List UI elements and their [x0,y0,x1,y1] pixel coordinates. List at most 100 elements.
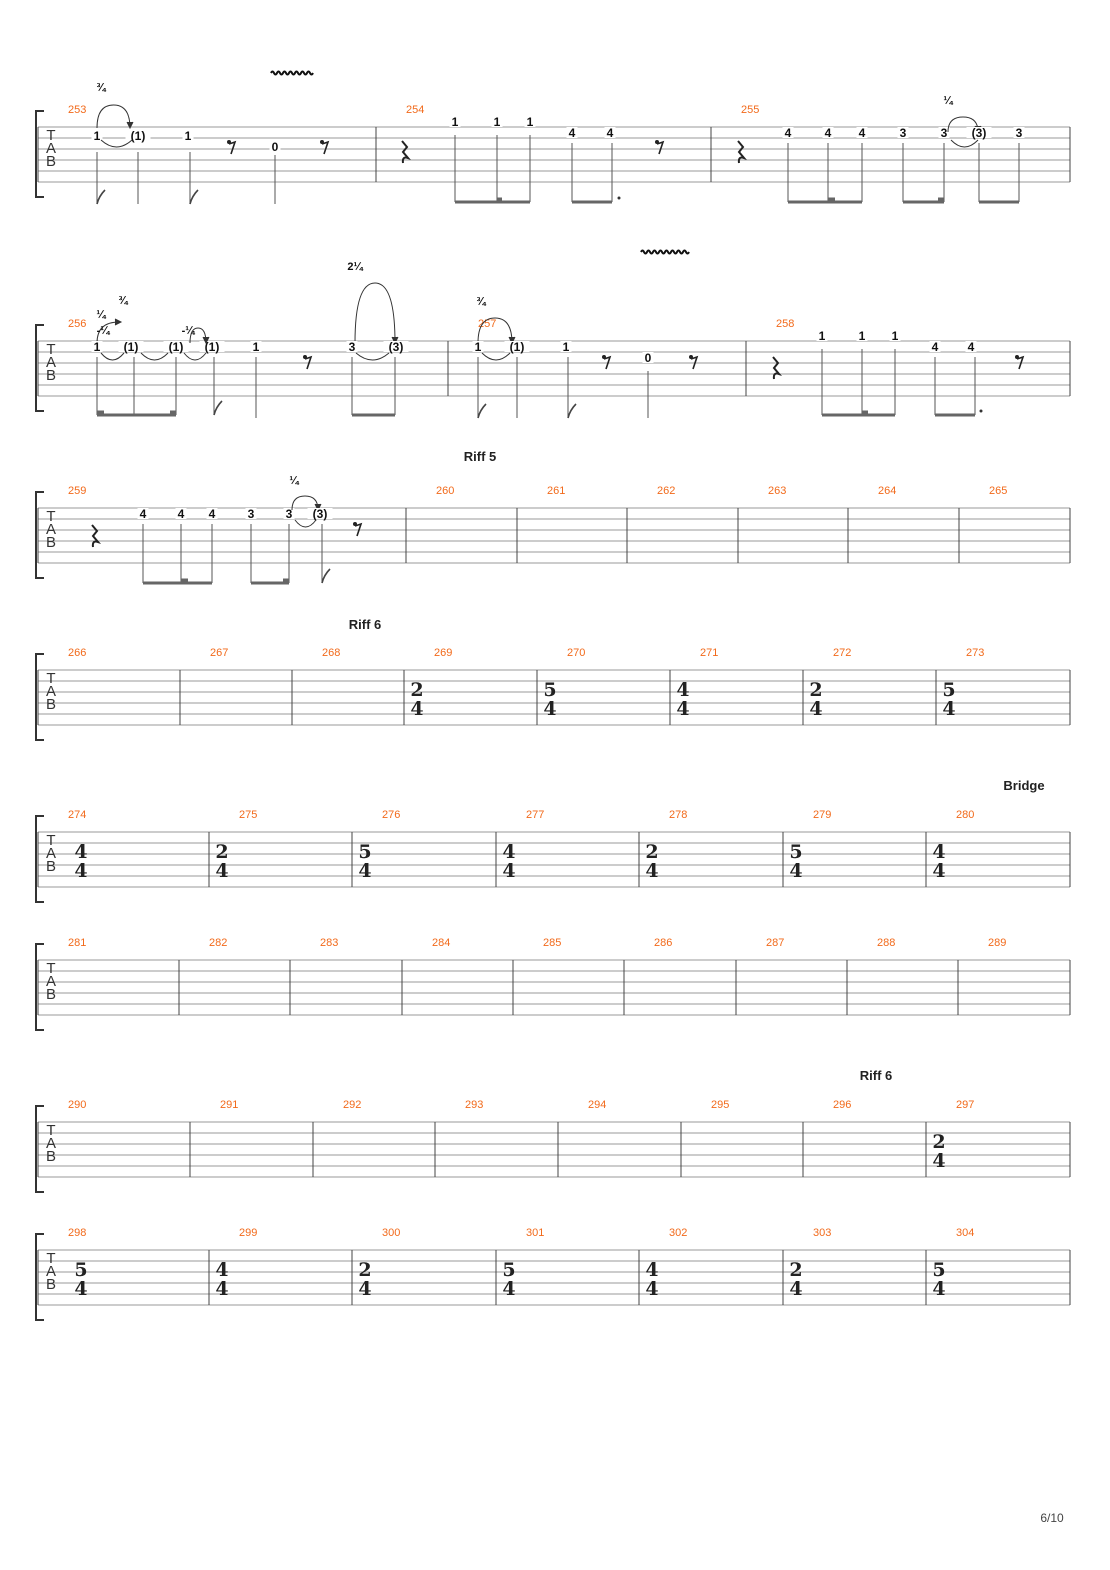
time-signature-top: 4 [215,1259,228,1281]
tie-slur [100,352,125,361]
system-bracket [35,943,44,1031]
section-label: Riff 5 [464,449,497,464]
section-label: Riff 6 [349,617,382,632]
fret-backdrop [782,127,794,138]
fret-backdrop [182,130,194,141]
measure-number: 301 [526,1227,544,1239]
eighth-flag [189,189,199,205]
fret-number: 3 [286,507,293,521]
fret-number: 1 [253,340,260,354]
fret-backdrop [966,127,992,138]
fret-number: 1 [94,340,101,354]
eighth-rest [320,140,330,155]
bend-amount: ¼ [96,309,106,321]
tab-clef-letter: T [46,341,55,358]
fret-number: (1) [124,340,139,354]
time-signature-top: 5 [789,841,802,863]
fret-number: 0 [272,140,279,154]
measure-number: 297 [956,1099,974,1111]
measure-number: 259 [68,485,86,497]
measure-number: 290 [68,1099,86,1111]
time-signature-top: 2 [809,679,822,701]
time-signature-bottom: 4 [645,860,658,882]
bend-amount: -¼ [97,325,111,337]
eighth-rest [655,140,665,155]
measure-number: 275 [239,809,257,821]
bend-amount: ¼ [289,475,299,487]
measure-number: 303 [813,1227,831,1239]
time-signature-bottom: 4 [502,860,515,882]
bend-amount: -¼ [182,325,196,337]
bend-arrowhead [126,121,134,130]
eighth-flag [213,400,223,416]
fret-number: 4 [140,507,147,521]
bend-curve [947,116,979,133]
time-signature-bottom: 4 [942,698,955,720]
fret-number: 3 [941,126,948,140]
time-signature-bottom: 4 [789,1278,802,1300]
fret-backdrop [250,341,262,352]
fret-number: 4 [825,126,832,140]
time-signature-bottom: 4 [358,1278,371,1300]
fret-backdrop [245,508,257,519]
tab-clef-letter: B [46,153,56,170]
bend-curve [189,327,207,344]
tie-slur [183,352,207,361]
measure-number: 271 [700,647,718,659]
eighth-rest [689,355,699,370]
time-signature-top: 4 [502,841,515,863]
measure-number: 261 [547,485,565,497]
tie-slur [140,352,169,361]
fret-backdrop [163,341,189,352]
page-number: 6/10 [1040,1511,1064,1525]
fret-backdrop [118,341,144,352]
time-signature-top: 5 [932,1259,945,1281]
measure-number: 265 [989,485,1007,497]
measure-number: 264 [878,485,896,497]
fret-number: 3 [248,507,255,521]
system-bracket [35,110,44,198]
eighth-rest [303,355,313,370]
fret-backdrop [897,127,909,138]
quarter-rest [91,524,102,548]
measure-number: 288 [877,937,895,949]
time-signature-top: 2 [358,1259,371,1281]
bend-arrow [354,282,399,345]
time-signature-top: 5 [502,1259,515,1281]
fret-backdrop [283,508,295,519]
eighth-rest-stroke [656,140,665,155]
fret-backdrop [383,341,409,352]
tab-clef-letter: T [46,1122,55,1139]
fret-number: 1 [563,340,570,354]
measure-number: 256 [68,318,86,330]
measure-number: 283 [320,937,338,949]
fret-number: 1 [475,340,482,354]
fret-backdrop [566,127,578,138]
bend-arrowhead [202,336,210,345]
eighth-rest-stroke [228,140,237,155]
measure-number: 280 [956,809,974,821]
eighth-flag [477,403,487,419]
measure-number: 258 [776,318,794,330]
eighth-flag [321,568,331,584]
tab-clef-letter: A [46,1263,56,1280]
tab-clef-letter: B [46,858,56,875]
measure-number: 269 [434,647,452,659]
quarter-rest [737,140,748,164]
fret-number: 4 [569,126,576,140]
system-bracket [35,1105,44,1193]
time-signature-top: 2 [789,1259,802,1281]
time-signature-top: 4 [74,841,87,863]
fret-number: 1 [527,115,534,129]
tie-slur [481,352,511,361]
fret-backdrop [642,352,654,363]
measure-number: 291 [220,1099,238,1111]
measure-number: 278 [669,809,687,821]
fret-number: 4 [178,507,185,521]
time-signature-bottom: 4 [543,698,556,720]
eighth-rest-stroke [690,355,699,370]
fret-backdrop [307,508,333,519]
bend-curve [477,317,513,344]
